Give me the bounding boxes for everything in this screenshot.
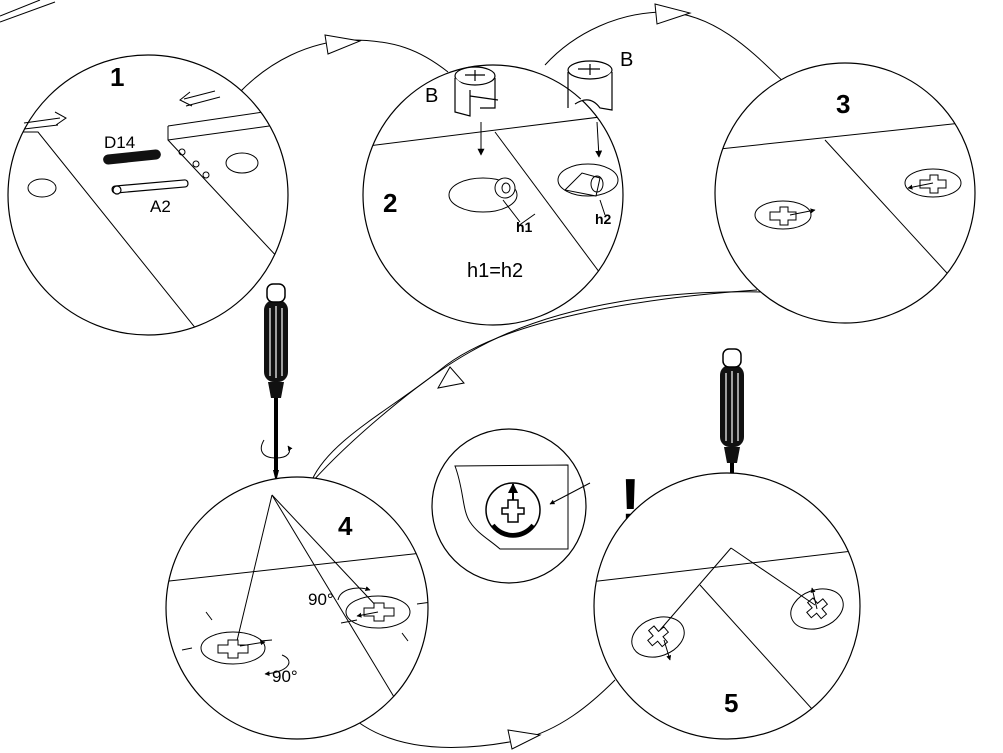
step-2-panel: 2 B B h1 h2 h1=h2 <box>362 49 633 326</box>
step-3-number: 3 <box>836 89 850 119</box>
step-1-number: 1 <box>110 62 124 92</box>
step-4-panel: 4 90° 90° <box>165 476 429 740</box>
step-4-number: 4 <box>338 511 353 541</box>
flow-arrow-4-5 <box>357 679 616 750</box>
angle-bottom-label: 90° <box>272 667 298 686</box>
screwdriver-icon <box>262 282 290 484</box>
step-1-panel: 1 D14 A2 <box>7 54 289 336</box>
detail-panel: ! <box>431 428 641 584</box>
pin-label: A2 <box>150 197 171 216</box>
cam-lock-icon <box>485 482 541 538</box>
cam-direction-arrow <box>239 640 266 647</box>
cam-direction-arrow <box>907 182 934 190</box>
corner-edge <box>0 0 56 23</box>
equation-label: h1=h2 <box>467 260 523 282</box>
step-5-panel: 5 <box>593 472 861 740</box>
dowel-label: D14 <box>104 133 135 152</box>
flow-arrow-3-4 <box>311 289 766 483</box>
flow-arrow-1-2 <box>236 34 449 96</box>
h1-label: h1 <box>516 219 533 235</box>
rotation-arrow-icon <box>260 439 293 459</box>
pin-icon <box>111 179 189 195</box>
push-arrow-left <box>23 111 67 130</box>
h2-label: h2 <box>595 211 612 227</box>
dowel-icon <box>103 149 161 165</box>
cam-direction-arrow <box>789 208 816 216</box>
cam-lock-icon <box>567 60 613 111</box>
cam-label-right: B <box>620 49 633 71</box>
flow-arrow-2-3 <box>544 3 791 89</box>
detail-pointer <box>549 482 591 505</box>
rotation-arrow-icon <box>264 586 371 677</box>
cam-lock-icon <box>454 66 499 117</box>
step-2-number: 2 <box>383 188 397 218</box>
step-3-panel: 3 <box>714 62 976 324</box>
angle-top-label: 90° <box>308 590 334 609</box>
step-5-number: 5 <box>724 688 738 718</box>
insert-arrow-right <box>595 121 603 158</box>
cam-direction-arrow <box>810 587 818 610</box>
cam-direction-arrow <box>356 611 379 618</box>
push-arrow-right <box>179 90 221 107</box>
cam-label-left: B <box>425 85 438 107</box>
cam-direction-arrow <box>663 639 672 661</box>
